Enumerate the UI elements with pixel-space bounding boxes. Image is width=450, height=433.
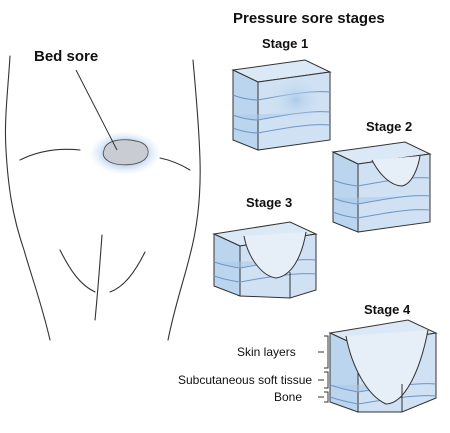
stage-4-block (330, 320, 436, 412)
bed-sore (89, 131, 161, 175)
diagram-title: Pressure sore stages (233, 11, 385, 26)
stage-2-label: Stage 2 (366, 120, 412, 133)
skin-layers-label: Skin layers (237, 346, 296, 358)
bone-label: Bone (274, 391, 302, 403)
stage-2-block (333, 142, 430, 232)
subcutaneous-label: Subcutaneous soft tissue (178, 374, 312, 386)
stage-3-label: Stage 3 (246, 196, 292, 209)
stage-1-block (233, 60, 330, 150)
stage-4-label: Stage 4 (364, 303, 410, 316)
body-outline (5, 56, 200, 340)
bed-sore-pointer (76, 70, 117, 150)
stage-3-block (214, 222, 316, 298)
stage-1-label: Stage 1 (262, 37, 308, 50)
bed-sore-label: Bed sore (34, 49, 98, 64)
tissue-brackets (318, 336, 328, 402)
